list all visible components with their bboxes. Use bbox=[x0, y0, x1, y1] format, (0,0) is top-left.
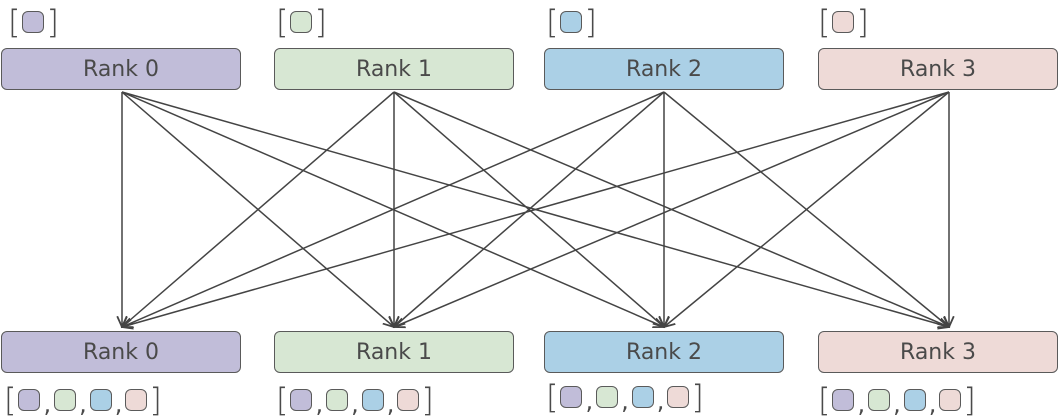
separator: , bbox=[928, 390, 937, 418]
separator: , bbox=[386, 390, 395, 418]
rank-label: Rank 3 bbox=[900, 56, 976, 82]
open-bracket: [ bbox=[818, 3, 831, 41]
data-chip-rank1 bbox=[868, 389, 891, 411]
data-chip-rank0 bbox=[832, 389, 855, 411]
bottom-array-rank-3: [,,,] bbox=[818, 384, 976, 416]
data-chip-rank0 bbox=[290, 389, 313, 411]
close-bracket: ] bbox=[46, 3, 59, 41]
close-bracket: ] bbox=[584, 3, 597, 41]
data-chip-rank1 bbox=[326, 389, 349, 411]
data-chip-rank1 bbox=[290, 11, 313, 33]
data-chip-rank2 bbox=[631, 386, 654, 408]
data-chip-rank2 bbox=[361, 389, 384, 411]
top-array-rank-1: [] bbox=[276, 6, 327, 38]
arrow-rank-3-to-rank-0 bbox=[122, 91, 950, 327]
close-bracket: ] bbox=[421, 381, 434, 419]
bottom-rank-0-box: Rank 0 bbox=[1, 331, 241, 373]
rank-label: Rank 1 bbox=[356, 339, 432, 365]
rank-label: Rank 1 bbox=[356, 56, 432, 82]
open-bracket: [ bbox=[546, 3, 559, 41]
rank-label: Rank 0 bbox=[83, 339, 159, 365]
top-rank-1-box: Rank 1 bbox=[274, 48, 514, 90]
data-chip-rank3 bbox=[832, 11, 855, 33]
bottom-array-rank-2: [,,,] bbox=[546, 381, 704, 413]
data-chip-rank2 bbox=[903, 389, 926, 411]
bottom-rank-3-box: Rank 3 bbox=[818, 331, 1058, 373]
arrow-rank-1-to-rank-0 bbox=[122, 91, 395, 327]
data-chip-rank3 bbox=[125, 389, 148, 411]
data-chip-rank0 bbox=[560, 386, 583, 408]
separator: , bbox=[79, 390, 87, 418]
rank-label: Rank 3 bbox=[900, 339, 976, 365]
open-bracket: [ bbox=[8, 3, 21, 41]
top-array-rank-2: [] bbox=[546, 6, 597, 38]
bottom-rank-2-box: Rank 2 bbox=[544, 331, 784, 373]
bottom-array-rank-0: [,,,] bbox=[4, 384, 162, 416]
open-bracket: [ bbox=[276, 3, 289, 41]
separator: , bbox=[43, 390, 52, 418]
rank-label: Rank 2 bbox=[626, 339, 702, 365]
close-bracket: ] bbox=[314, 3, 327, 41]
rank-label: Rank 0 bbox=[83, 56, 159, 82]
separator: , bbox=[621, 387, 629, 415]
data-chip-rank1 bbox=[596, 386, 619, 408]
bottom-array-rank-1: [,,,] bbox=[276, 384, 434, 416]
open-bracket: [ bbox=[818, 381, 831, 419]
data-chip-rank2 bbox=[560, 11, 583, 33]
arrow-rank-2-to-rank-1 bbox=[394, 91, 665, 327]
separator: , bbox=[857, 390, 866, 418]
data-chip-rank0 bbox=[22, 11, 45, 33]
data-chip-rank0 bbox=[18, 389, 41, 411]
separator: , bbox=[893, 390, 901, 418]
separator: , bbox=[315, 390, 324, 418]
arrow-rank-3-to-rank-1 bbox=[394, 91, 950, 327]
open-bracket: [ bbox=[546, 378, 559, 416]
top-array-rank-3: [] bbox=[818, 6, 869, 38]
data-chip-rank3 bbox=[397, 389, 420, 411]
data-chip-rank1 bbox=[54, 389, 77, 411]
rank-label: Rank 2 bbox=[626, 56, 702, 82]
close-bracket: ] bbox=[856, 3, 869, 41]
bottom-rank-1-box: Rank 1 bbox=[274, 331, 514, 373]
open-bracket: [ bbox=[276, 381, 289, 419]
arrow-rank-3-to-rank-2 bbox=[664, 91, 950, 327]
open-bracket: [ bbox=[4, 381, 17, 419]
data-chip-rank3 bbox=[667, 386, 690, 408]
top-rank-2-box: Rank 2 bbox=[544, 48, 784, 90]
arrow-rank-2-to-rank-0 bbox=[122, 91, 665, 327]
close-bracket: ] bbox=[691, 378, 704, 416]
top-array-rank-0: [] bbox=[8, 6, 59, 38]
top-rank-0-box: Rank 0 bbox=[1, 48, 241, 90]
top-rank-3-box: Rank 3 bbox=[818, 48, 1058, 90]
separator: , bbox=[351, 390, 359, 418]
separator: , bbox=[114, 390, 123, 418]
close-bracket: ] bbox=[149, 381, 162, 419]
separator: , bbox=[585, 387, 594, 415]
separator: , bbox=[656, 387, 665, 415]
data-chip-rank2 bbox=[89, 389, 112, 411]
data-chip-rank3 bbox=[939, 389, 962, 411]
close-bracket: ] bbox=[963, 381, 976, 419]
